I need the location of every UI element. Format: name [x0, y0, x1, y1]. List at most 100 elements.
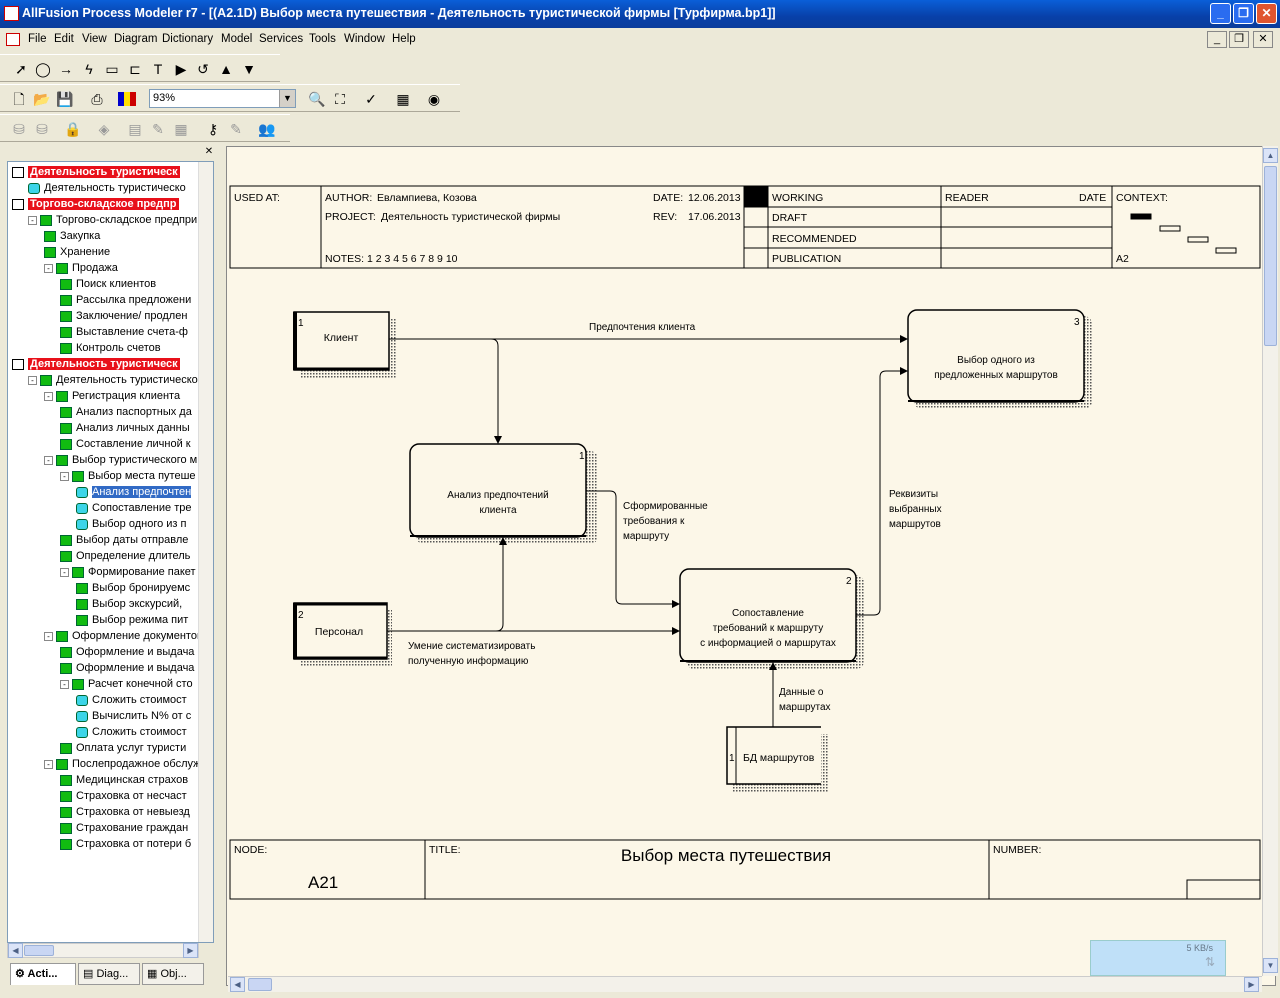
security-icon[interactable]: ✎ — [230, 121, 242, 137]
minimize-button[interactable]: _ — [1210, 3, 1231, 24]
tree-node[interactable]: Анализ предпочтен — [76, 484, 192, 500]
model-explorer-icon[interactable]: ▦ — [396, 91, 410, 107]
print-icon[interactable]: ⎙ — [91, 91, 103, 107]
diagram-canvas[interactable]: USED AT: AUTHOR: Евлампиева, Козова PROJ… — [226, 146, 1276, 986]
tree-node[interactable]: Анализ паспортных да — [60, 404, 192, 420]
tree-node[interactable]: Выбор экскурсий, — [76, 596, 182, 612]
tree-node[interactable]: -Торгово-складское предпри — [28, 212, 197, 228]
text-tool-icon[interactable]: T — [153, 61, 163, 77]
tree-node[interactable]: Выбор бронируемс — [76, 580, 190, 596]
tree-node[interactable]: Сложить стоимост — [76, 692, 187, 708]
expand-toggle-icon[interactable]: - — [60, 679, 69, 689]
expand-toggle-icon[interactable]: - — [44, 391, 53, 401]
tree-node[interactable]: Страховка от потери б — [60, 836, 191, 852]
open-folder-icon[interactable]: 📂 — [33, 91, 51, 107]
close-pane-icon[interactable]: ✕ — [204, 146, 214, 157]
connect-icon[interactable]: ⛁ — [13, 121, 25, 137]
scroll-down-icon[interactable]: ▼ — [1263, 958, 1278, 973]
zoom-select[interactable]: 93% ▼ — [149, 89, 296, 108]
expand-toggle-icon[interactable]: - — [44, 759, 53, 769]
edit-report-icon[interactable]: ✎ — [152, 121, 164, 137]
tree-node[interactable]: Закупка — [44, 228, 100, 244]
play-icon[interactable]: ▶ — [175, 61, 187, 77]
expand-toggle-icon[interactable]: - — [60, 567, 69, 577]
tree-node[interactable]: Составление личной к — [60, 436, 191, 452]
activity-box-3[interactable]: 3 Выбор одного из предложенных маршрутов — [907, 309, 1085, 403]
save-icon[interactable]: 💾 — [56, 91, 74, 107]
arrow-skill-to-analysis[interactable] — [441, 537, 507, 632]
grid-icon[interactable]: ▦ — [174, 121, 188, 137]
tree-node[interactable]: -Расчет конечной сто — [60, 676, 193, 692]
mdi-restore-button[interactable]: ❐ — [1229, 31, 1249, 48]
up-icon[interactable]: ▲ — [219, 61, 233, 77]
tree-node[interactable]: -Оформление документов — [44, 628, 203, 644]
scroll-right-icon[interactable]: ▶ — [183, 943, 198, 958]
scroll-right-icon[interactable]: ▶ — [1244, 977, 1259, 992]
activity-box-1[interactable]: 1 Анализ предпочтений клиента — [409, 443, 587, 538]
store-tool-icon[interactable]: ⊏ — [129, 61, 141, 77]
tree-node[interactable]: Сложить стоимост — [76, 724, 187, 740]
tree-node[interactable]: -Деятельность туристическо — [28, 372, 198, 388]
scroll-thumb[interactable] — [248, 978, 272, 991]
new-file-icon[interactable]: 🗋 — [13, 91, 25, 107]
rotate-icon[interactable]: ↺ — [197, 61, 209, 77]
tree-node[interactable]: Деятельность туристическ — [12, 356, 180, 372]
tree-node[interactable]: Поиск клиентов — [60, 276, 156, 292]
external-entity-staff[interactable]: 2 Персонал — [293, 602, 388, 660]
tree-node[interactable]: Деятельность туристическо — [28, 180, 186, 196]
expand-toggle-icon[interactable]: - — [28, 215, 37, 225]
menu-help[interactable]: Help — [392, 33, 416, 45]
tree-node[interactable]: Торгово-складское предпр — [12, 196, 179, 212]
tree-node[interactable]: -Выбор места путеше — [60, 468, 196, 484]
report-icon[interactable]: ▤ — [128, 121, 142, 137]
tab-objects[interactable]: ▦ Obj... — [142, 963, 204, 985]
tree-node[interactable]: -Послепродажное обслуж — [44, 756, 200, 772]
people-icon[interactable]: 👥 — [258, 121, 276, 137]
external-entity-client[interactable]: 1 Клиент — [293, 311, 390, 371]
squiggle-tool-icon[interactable]: ϟ — [85, 61, 93, 77]
expand-toggle-icon[interactable]: - — [44, 455, 53, 465]
key-user-icon[interactable]: ⚷ — [207, 121, 219, 137]
mdi-minimize-button[interactable]: _ — [1207, 31, 1227, 48]
tree-node[interactable]: Страховка от невыезд — [60, 804, 190, 820]
activity-box-2[interactable]: 2 Сопоставление требований к маршруту с … — [679, 568, 857, 663]
tree-node[interactable]: Определение длитель — [60, 548, 190, 564]
tree-node[interactable]: Деятельность туристическ — [12, 164, 180, 180]
menu-model[interactable]: Model — [221, 33, 253, 45]
tree-node[interactable]: Оформление и выдача — [60, 644, 194, 660]
tree-node[interactable]: Выставление счета-ф — [60, 324, 188, 340]
menu-window[interactable]: Window — [344, 33, 385, 45]
pointer-tool-icon[interactable]: ➚ — [15, 61, 27, 77]
arrow-formed-requirements[interactable] — [586, 490, 680, 608]
arrow-route-details[interactable] — [856, 367, 908, 616]
canvas-vertical-scrollbar[interactable]: ▲ ▼ — [1262, 146, 1278, 976]
box-tool-icon[interactable]: ▭ — [105, 61, 119, 77]
tree-horizontal-scrollbar[interactable]: ◀ ▶ — [7, 943, 199, 958]
scroll-thumb[interactable] — [24, 945, 54, 956]
tree-node[interactable]: Выбор одного из п — [76, 516, 186, 532]
menu-services[interactable]: Services — [259, 33, 304, 45]
scroll-thumb[interactable] — [1264, 166, 1277, 346]
tree-node[interactable]: Страховка от несчаст — [60, 788, 187, 804]
color-palette-icon[interactable] — [118, 92, 136, 106]
chevron-down-icon[interactable]: ▼ — [279, 90, 295, 107]
zoom-in-icon[interactable]: 🔍 — [308, 91, 326, 107]
lock-icon[interactable]: 🔒 — [64, 121, 82, 137]
tree-node[interactable]: Оплата услуг туристи — [60, 740, 186, 756]
tree-node[interactable]: Сопоставление тре — [76, 500, 191, 516]
tree-node[interactable]: Рассылка предложени — [60, 292, 191, 308]
tree-node[interactable]: -Формирование пакет — [60, 564, 196, 580]
cube-icon[interactable]: ◈ — [98, 121, 110, 137]
spell-check-icon[interactable]: ✓ — [365, 91, 377, 107]
tree-node[interactable]: Заключение/ продлен — [60, 308, 187, 324]
menu-file[interactable]: File — [28, 33, 47, 45]
tree-node[interactable]: Выбор режима пит — [76, 612, 188, 628]
close-button[interactable]: ✕ — [1256, 3, 1277, 24]
zoom-fit-icon[interactable]: ⛶ — [335, 91, 345, 107]
tree-node[interactable]: Страхование граждан — [60, 820, 188, 836]
arrow-tool-icon[interactable]: → — [59, 61, 73, 77]
tree-vertical-scrollbar[interactable] — [198, 162, 213, 942]
menu-view[interactable]: View — [82, 33, 107, 45]
maximize-button[interactable]: ❐ — [1233, 3, 1254, 24]
oval-tool-icon[interactable]: ◯ — [35, 61, 51, 77]
